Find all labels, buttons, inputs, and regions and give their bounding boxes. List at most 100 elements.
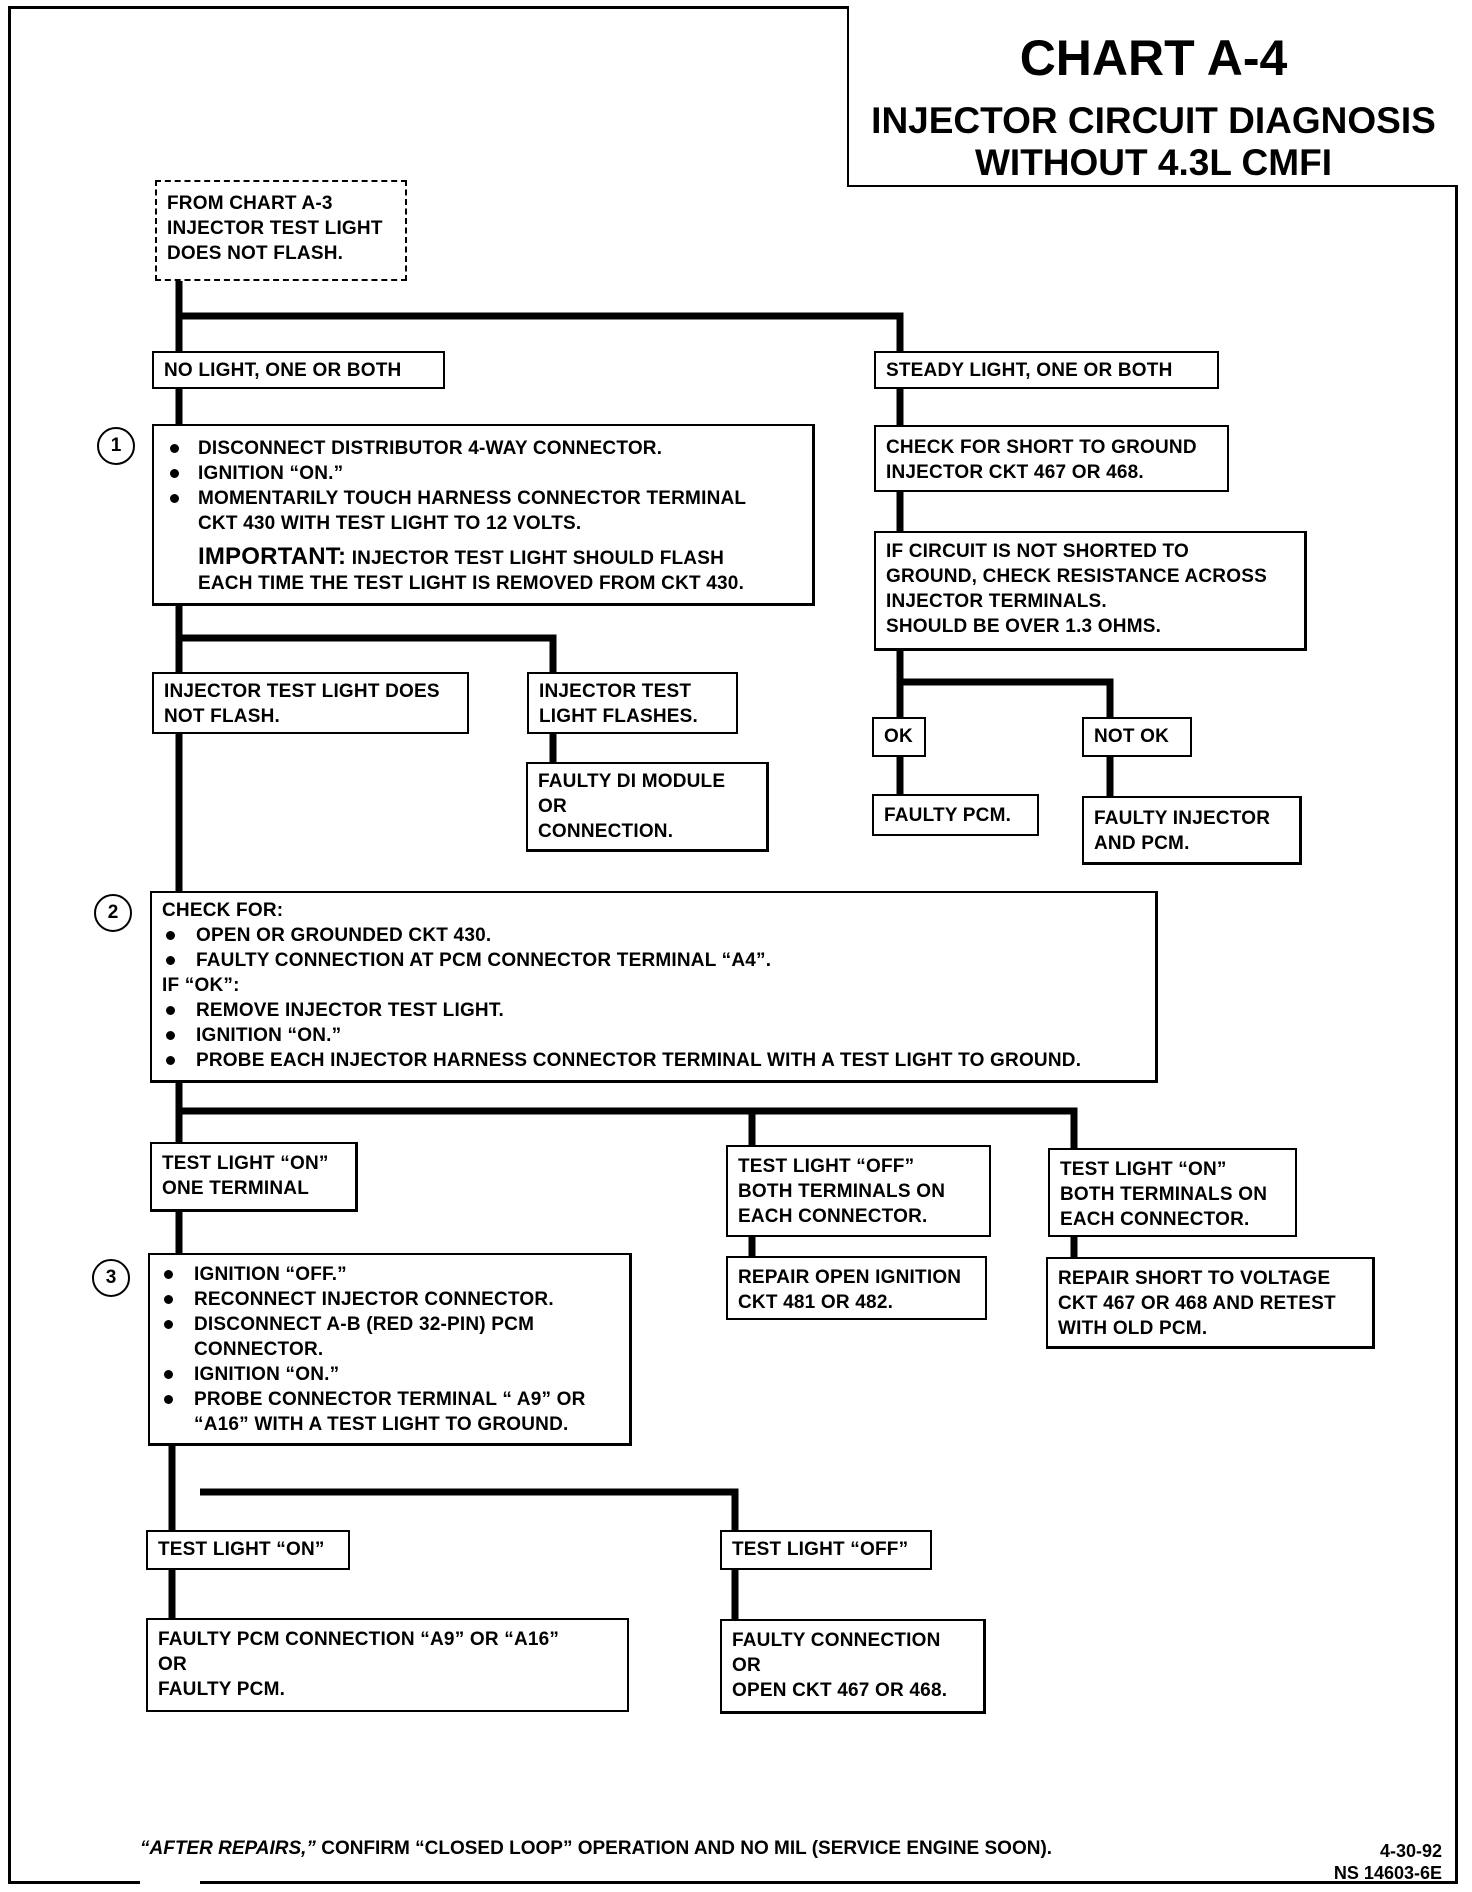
result-text: TEST LIGHT “OFF” — [738, 1156, 915, 1177]
step-2-text: IGNITION “ON.” — [196, 1025, 342, 1046]
result-text: CKT 467 OR 468 AND RETEST — [1058, 1293, 1336, 1314]
step-1-bullet: DISCONNECT DISTRIBUTOR 4-WAY CONNECTOR. — [164, 436, 804, 461]
result-text: AND PCM. — [1094, 833, 1190, 854]
footer-note-text: CONFIRM “CLOSED LOOP” OPERATION AND NO M… — [315, 1838, 1053, 1859]
result-text: OR — [158, 1654, 187, 1675]
bullet-icon — [164, 1295, 173, 1304]
start-box: FROM CHART A-3 INJECTOR TEST LIGHT DOES … — [155, 180, 407, 281]
result-text: FAULTY DI MODULE — [538, 771, 726, 792]
bullet-icon — [164, 1395, 173, 1404]
step-2-bullet: REMOVE INJECTOR TEST LIGHT. — [162, 998, 1147, 1023]
result-text: ONE TERMINAL — [162, 1178, 310, 1199]
result-text: TEST LIGHT “ON” — [162, 1153, 329, 1174]
result-not-ok: NOT OK — [1082, 717, 1192, 757]
result-text: FAULTY INJECTOR — [1094, 808, 1271, 829]
step-1-important-continuation: EACH TIME THE TEST LIGHT IS REMOVED FROM… — [164, 571, 804, 596]
step-1-text: MOMENTARILY TOUCH HARNESS CONNECTOR TERM… — [198, 488, 747, 509]
resistance-box: IF CIRCUIT IS NOT SHORTED TO GROUND, CHE… — [874, 531, 1307, 651]
bullet-icon — [164, 1270, 173, 1279]
step-2-bullet: PROBE EACH INJECTOR HARNESS CONNECTOR TE… — [162, 1048, 1147, 1073]
result-repair-short: REPAIR SHORT TO VOLTAGE CKT 467 OR 468 A… — [1046, 1257, 1375, 1349]
step-3-text: CONNECTOR. — [194, 1339, 324, 1360]
resistance-text: GROUND, CHECK RESISTANCE ACROSS — [886, 566, 1267, 587]
result-text: BOTH TERMINALS ON — [1060, 1184, 1268, 1205]
result-text: NOT FLASH. — [164, 706, 280, 727]
result-text: FAULTY CONNECTION — [732, 1630, 941, 1651]
bullet-icon — [166, 1006, 175, 1015]
result-off-both-terminals: TEST LIGHT “OFF” BOTH TERMINALS ON EACH … — [726, 1145, 991, 1237]
branch-no-light: NO LIGHT, ONE OR BOTH — [152, 351, 445, 389]
step-2-bullet: IGNITION “ON.” — [162, 1023, 1147, 1048]
result-text: OR — [538, 796, 567, 817]
step-1-continuation: CKT 430 WITH TEST LIGHT TO 12 VOLTS. — [164, 511, 804, 536]
step-1-text: DISCONNECT DISTRIBUTOR 4-WAY CONNECTOR. — [198, 438, 663, 459]
result-on-both-terminals: TEST LIGHT “ON” BOTH TERMINALS ON EACH C… — [1048, 1148, 1297, 1237]
result-flashes: INJECTOR TEST LIGHT FLASHES. — [527, 672, 738, 734]
chart-subtitle-line2: WITHOUT 4.3L CMFI — [975, 142, 1332, 183]
footer-note: “AFTER REPAIRS,” CONFIRM “CLOSED LOOP” O… — [140, 1838, 1052, 1860]
start-line: DOES NOT FLASH. — [167, 243, 344, 264]
page-frame — [8, 6, 1458, 1884]
result-text: OR — [732, 1655, 761, 1676]
result-text: REPAIR OPEN IGNITION — [738, 1267, 962, 1288]
branch-steady-light-label: STEADY LIGHT, ONE OR BOTH — [886, 360, 1173, 381]
result-text: FAULTY PCM. — [158, 1679, 286, 1700]
bullet-icon — [166, 1031, 175, 1040]
step-3-text: IGNITION “OFF.” — [194, 1264, 347, 1285]
step-3-text: “A16” WITH A TEST LIGHT TO GROUND. — [194, 1414, 569, 1435]
bullet-icon — [170, 494, 179, 503]
result-text: FAULTY PCM CONNECTION “A9” OR “A16” — [158, 1629, 560, 1650]
result-text: CONNECTION. — [538, 821, 674, 842]
chart-subtitle-line1: INJECTOR CIRCUIT DIAGNOSIS — [871, 100, 1436, 141]
document-date: 4-30-92 — [1379, 1841, 1442, 1861]
result-text: FAULTY PCM. — [884, 805, 1012, 826]
result-text: CKT 481 OR 482. — [738, 1292, 894, 1313]
result-test-light-off: TEST LIGHT “OFF” — [720, 1530, 932, 1570]
result-faulty-di: FAULTY DI MODULE OR CONNECTION. — [526, 762, 769, 852]
bullet-icon — [170, 469, 179, 478]
resistance-text: INJECTOR TERMINALS. — [886, 591, 1107, 612]
step-3-continuation: CONNECTOR. — [160, 1337, 621, 1362]
result-test-light-on: TEST LIGHT “ON” — [146, 1530, 350, 1570]
bullet-icon — [164, 1320, 173, 1329]
result-text: INJECTOR TEST — [539, 681, 692, 702]
result-text: TEST LIGHT “ON” — [1060, 1159, 1227, 1180]
result-faulty-pcm-connection: FAULTY PCM CONNECTION “A9” OR “A16” OR F… — [146, 1618, 629, 1712]
step-3-bullet: DISCONNECT A-B (RED 32-PIN) PCM — [160, 1312, 621, 1337]
important-text: EACH TIME THE TEST LIGHT IS REMOVED FROM… — [198, 573, 745, 594]
result-text: OPEN CKT 467 OR 468. — [732, 1680, 948, 1701]
step-1-important: IMPORTANT: INJECTOR TEST LIGHT SHOULD FL… — [164, 544, 804, 571]
check-short-text: CHECK FOR SHORT TO GROUND — [886, 437, 1197, 458]
step-3-text: DISCONNECT A-B (RED 32-PIN) PCM — [194, 1314, 535, 1335]
result-text: TEST LIGHT “ON” — [158, 1539, 325, 1560]
step-2-text: OPEN OR GROUNDED CKT 430. — [196, 925, 492, 946]
result-text: REPAIR SHORT TO VOLTAGE — [1058, 1268, 1331, 1289]
connector-step2-branch — [175, 1107, 1078, 1150]
step-3-text: RECONNECT INJECTOR CONNECTOR. — [194, 1289, 554, 1310]
bullet-icon — [164, 1370, 173, 1379]
resistance-text: SHOULD BE OVER 1.3 OHMS. — [886, 616, 1162, 637]
step-3-bullet: IGNITION “OFF.” — [160, 1262, 621, 1287]
step-1-marker: 1 — [97, 427, 135, 465]
resistance-text: IF CIRCUIT IS NOT SHORTED TO — [886, 541, 1189, 562]
step-2-text: PROBE EACH INJECTOR HARNESS CONNECTOR TE… — [196, 1050, 1082, 1071]
result-repair-open: REPAIR OPEN IGNITION CKT 481 OR 482. — [726, 1256, 987, 1320]
step-1-bullet: IGNITION “ON.” — [164, 461, 804, 486]
after-repairs-label: “AFTER REPAIRS,” — [140, 1838, 316, 1859]
branch-no-light-label: NO LIGHT, ONE OR BOTH — [164, 360, 402, 381]
step-2-bullet: FAULTY CONNECTION AT PCM CONNECTOR TERMI… — [162, 948, 1147, 973]
connector-top-branch — [175, 312, 904, 355]
bullet-icon — [166, 1056, 175, 1065]
step-3-text: PROBE CONNECTOR TERMINAL “ A9” OR — [194, 1389, 586, 1410]
bullet-icon — [166, 931, 175, 940]
step-2-header: CHECK FOR: — [162, 900, 284, 921]
result-text: WITH OLD PCM. — [1058, 1318, 1208, 1339]
chart-id: CHART A-4 — [1019, 30, 1288, 86]
result-text: NOT OK — [1094, 726, 1170, 747]
bullet-icon — [170, 444, 179, 453]
connector-step3-branch — [168, 1442, 739, 1534]
result-text: EACH CONNECTOR. — [1060, 1209, 1250, 1230]
step-1-bullet: MOMENTARILY TOUCH HARNESS CONNECTOR TERM… — [164, 486, 804, 511]
branch-steady-light: STEADY LIGHT, ONE OR BOTH — [874, 351, 1219, 389]
important-text: INJECTOR TEST LIGHT SHOULD FLASH — [351, 548, 725, 569]
